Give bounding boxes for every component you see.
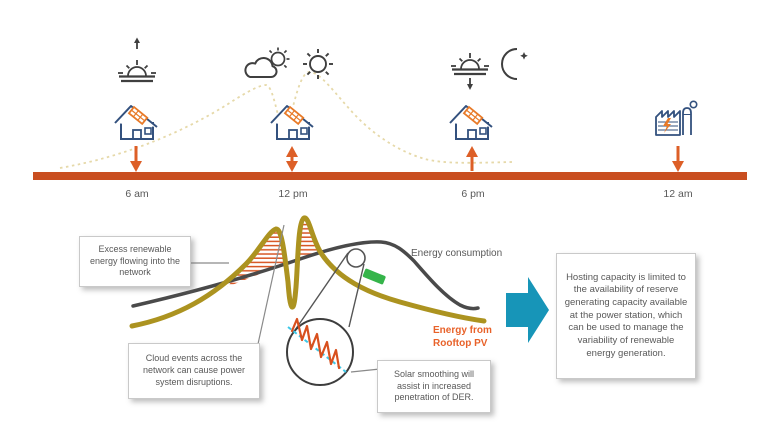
- energy-consumption-label: Energy consumption: [411, 248, 503, 259]
- cloud-leader-line: [257, 224, 285, 345]
- callout-solar-smoothing: Solar smoothing will assist in increased…: [377, 360, 491, 413]
- down-arrow-icon: [672, 146, 684, 172]
- time-label-6pm: 6 pm: [461, 188, 485, 200]
- excess-energy-hatch-right: [297, 217, 321, 259]
- energy-consumption-curve: [131, 240, 480, 311]
- magnifier-icon: [286, 248, 366, 386]
- green-marker-icon: [362, 268, 386, 285]
- moon-icon: [501, 48, 528, 80]
- process-arrow-right-icon: [506, 277, 549, 343]
- excess-energy-hatch-left: [227, 228, 287, 287]
- sun-icon: [303, 49, 333, 79]
- energy-from-rooftop-pv-label: Energy from Rooftop PV: [433, 325, 492, 349]
- callout-solar-smoothing-text: Solar smoothing will assist in increased…: [393, 368, 475, 403]
- callout-cloud-events-text: Cloud events across the network can caus…: [142, 353, 246, 387]
- time-label-12am: 12 am: [663, 188, 693, 200]
- rooftop-pv-curve: [129, 215, 487, 329]
- callout-cloud-events: Cloud events across the network can caus…: [128, 343, 260, 399]
- variable-solar-squiggle: [290, 317, 341, 370]
- time-label-6am: 6 am: [125, 188, 149, 200]
- up-arrow-icon: [466, 146, 478, 171]
- cloud-sun-icon: [244, 47, 290, 79]
- house-solar-icon: [449, 105, 493, 140]
- callout-excess-renewable-text: Excess renewable energy flowing into the…: [89, 243, 181, 278]
- smoothing-leader-line: [350, 368, 381, 373]
- callout-excess-renewable: Excess renewable energy flowing into the…: [79, 236, 191, 287]
- sunset-icon: [451, 53, 489, 90]
- lightning-icon: [663, 118, 671, 133]
- double-arrow-icon: [286, 146, 298, 172]
- timeline-bar: [33, 172, 747, 180]
- callout-hosting-capacity: Hosting capacity is limited to the avail…: [556, 253, 696, 379]
- house-solar-icon: [270, 105, 314, 140]
- down-arrow-icon: [130, 146, 142, 172]
- time-label-12pm: 12 pm: [278, 188, 308, 200]
- house-solar-icon: [114, 105, 158, 140]
- factory-icon: [655, 100, 698, 136]
- callout-hosting-capacity-text: Hosting capacity is limited to the avail…: [564, 271, 688, 359]
- smoothed-output-dashed-line: [287, 326, 347, 373]
- sunrise-icon: [118, 37, 156, 83]
